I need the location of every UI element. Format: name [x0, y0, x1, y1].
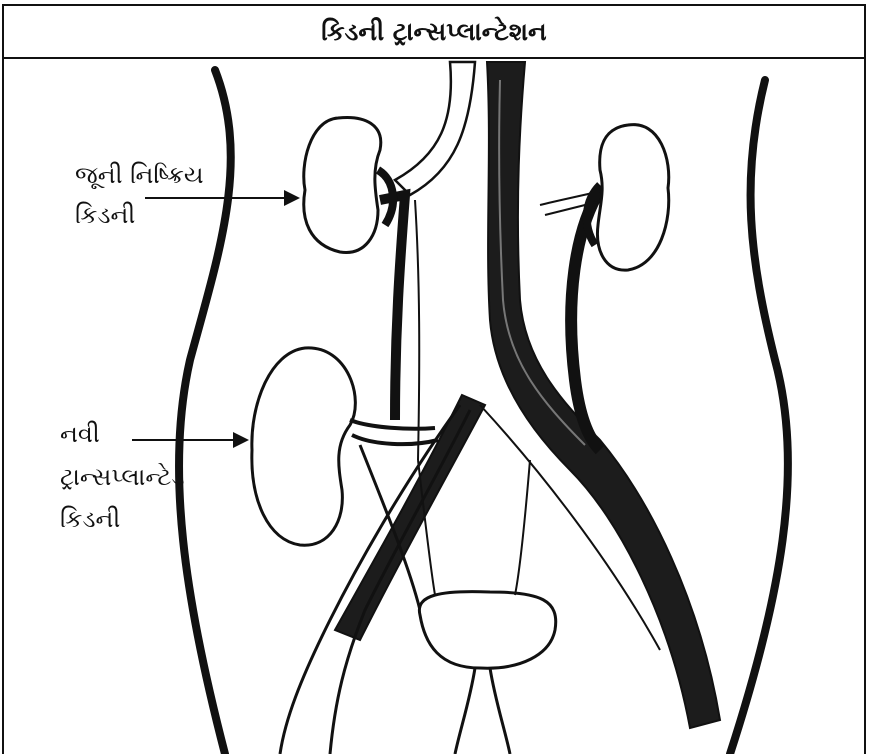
new-kidney-vessel — [350, 420, 435, 429]
old-kidney-label-line1: જૂની નિષ્ક્રિય — [75, 158, 204, 192]
left-ureter-old — [415, 200, 419, 460]
new-kidney — [252, 348, 356, 545]
vena-cava — [395, 62, 475, 195]
new-kidney-label-line3: કિડની — [60, 502, 120, 536]
body-outline-right — [730, 80, 788, 754]
old-kidney-arrowhead-icon — [284, 190, 300, 206]
old-kidney-label-line2: કિડની — [75, 198, 135, 232]
old-kidney-right — [597, 125, 668, 271]
urethra — [455, 668, 510, 754]
new-kidney-arrowhead-icon — [233, 432, 249, 448]
new-kidney-label-line1: નવી — [60, 417, 100, 451]
old-ureter-right — [515, 460, 530, 595]
new-kidney-vessel-2 — [352, 435, 438, 444]
new-kidney-label-line2: ટ્રાન્સપ્લાન્ટેડ — [60, 460, 185, 494]
old-kidney-left — [304, 117, 381, 252]
bladder — [419, 592, 555, 669]
left-renal-vessel — [380, 195, 405, 420]
